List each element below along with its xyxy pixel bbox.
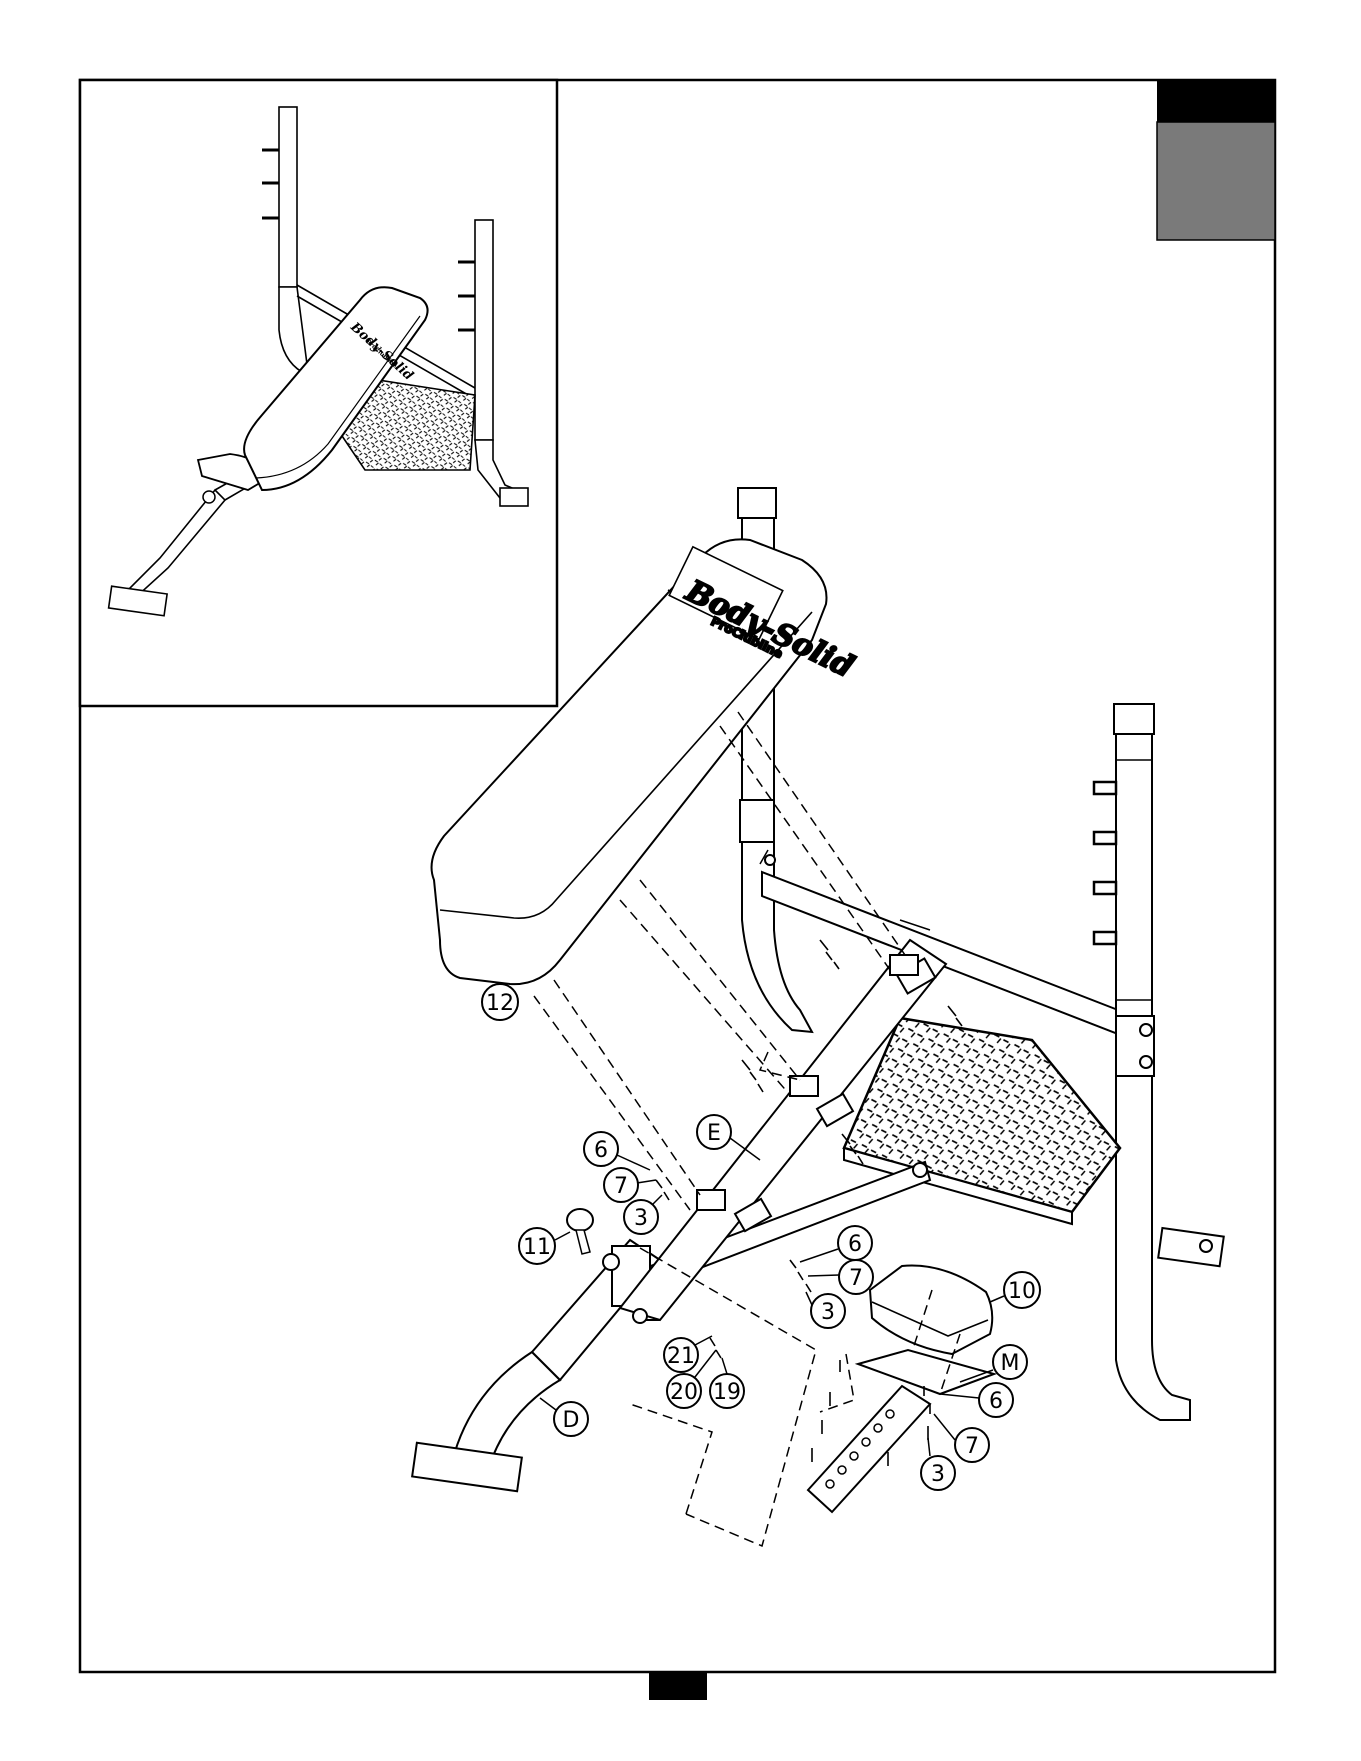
callout-7b: 7 (839, 1260, 873, 1294)
svg-text:19: 19 (713, 1380, 741, 1405)
seat-bracket-m (858, 1350, 994, 1394)
svg-text:6: 6 (594, 1138, 608, 1163)
svg-text:12: 12 (486, 991, 514, 1016)
svg-text:7: 7 (965, 1434, 979, 1459)
pop-pin-knob-icon (567, 1209, 619, 1270)
svg-text:21: 21 (667, 1344, 695, 1369)
callout-d: D (554, 1402, 588, 1436)
callout-m: M (993, 1345, 1027, 1379)
upright-right (1114, 704, 1224, 1420)
callout-11: 11 (519, 1228, 555, 1264)
callout-7c: 7 (955, 1428, 989, 1462)
svg-text:3: 3 (821, 1300, 835, 1325)
callout-21: 21 (664, 1338, 698, 1372)
section-tab-dark (1157, 80, 1275, 122)
callout-20: 20 (667, 1374, 701, 1408)
callout-7a: 7 (604, 1168, 638, 1202)
callout-19: 19 (710, 1374, 744, 1408)
svg-text:D: D (563, 1408, 580, 1433)
callout-6b: 6 (838, 1226, 872, 1260)
seat-pad (870, 1266, 992, 1354)
svg-text:7: 7 (614, 1174, 628, 1199)
svg-text:M: M (1001, 1351, 1020, 1376)
callout-e: E (697, 1115, 731, 1149)
svg-text:6: 6 (989, 1389, 1003, 1414)
inset-panel: Body-Solid ProClubline (80, 80, 557, 706)
section-tab-grey (1157, 122, 1275, 240)
callout-10: 10 (1004, 1272, 1040, 1308)
callout-12: 12 (482, 984, 518, 1020)
svg-text:20: 20 (670, 1380, 698, 1405)
callout-6c: 6 (979, 1383, 1013, 1417)
svg-text:3: 3 (931, 1462, 945, 1487)
callout-3b: 3 (811, 1294, 845, 1328)
svg-text:6: 6 (848, 1232, 862, 1257)
callout-6a: 6 (584, 1132, 618, 1166)
svg-text:10: 10 (1008, 1279, 1036, 1304)
svg-text:E: E (707, 1121, 721, 1146)
svg-text:7: 7 (849, 1266, 863, 1291)
svg-text:11: 11 (523, 1235, 551, 1260)
page-number-tab (649, 1672, 707, 1700)
svg-text:3: 3 (634, 1206, 648, 1231)
callout-3c: 3 (921, 1456, 955, 1490)
seat-post (808, 1386, 930, 1512)
